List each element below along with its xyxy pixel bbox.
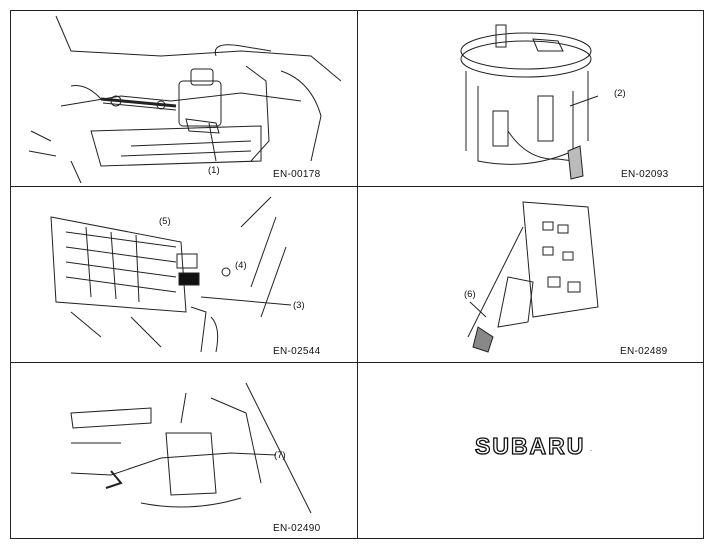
figure-grid: (1) EN-00178 (2) EN-02093: [10, 10, 704, 539]
panel-en-02544: (5) (4) (3) EN-02544: [11, 187, 357, 362]
connector-illustration: [50, 196, 292, 353]
figure-code: EN-00178: [273, 169, 321, 180]
relay-box-illustration: [467, 201, 599, 353]
fuel-pump-illustration: [460, 24, 599, 180]
panel-logo: SUBARU .: [358, 363, 705, 539]
callout-7: (7): [274, 450, 286, 461]
figure-code: EN-02489: [620, 346, 668, 357]
callout-6: (6): [464, 289, 476, 300]
figure-code: EN-02544: [273, 346, 321, 357]
grid-divider-row2: [11, 362, 703, 364]
figure-code: EN-02490: [273, 523, 321, 534]
harness-illustration: [70, 382, 312, 514]
grid-divider-row1: [11, 186, 703, 188]
panel-en-02093: (2) EN-02093: [358, 11, 705, 186]
panel-en-02490: (7) EN-02490: [11, 363, 357, 539]
panel-en-00178: (1) EN-00178: [11, 11, 357, 186]
callout-4: (4): [235, 260, 247, 271]
engine-valve-illustration: [28, 15, 342, 184]
grid-divider-vertical: [357, 11, 359, 538]
callout-3: (3): [293, 300, 305, 311]
logo-mark: .: [590, 446, 592, 453]
figure-code: EN-02093: [621, 169, 669, 180]
subaru-logo: SUBARU: [474, 432, 586, 459]
panel-en-02489: (6) EN-02489: [358, 187, 705, 362]
callout-2: (2): [614, 88, 626, 99]
callout-5: (5): [159, 216, 171, 227]
callout-1: (1): [208, 165, 220, 176]
